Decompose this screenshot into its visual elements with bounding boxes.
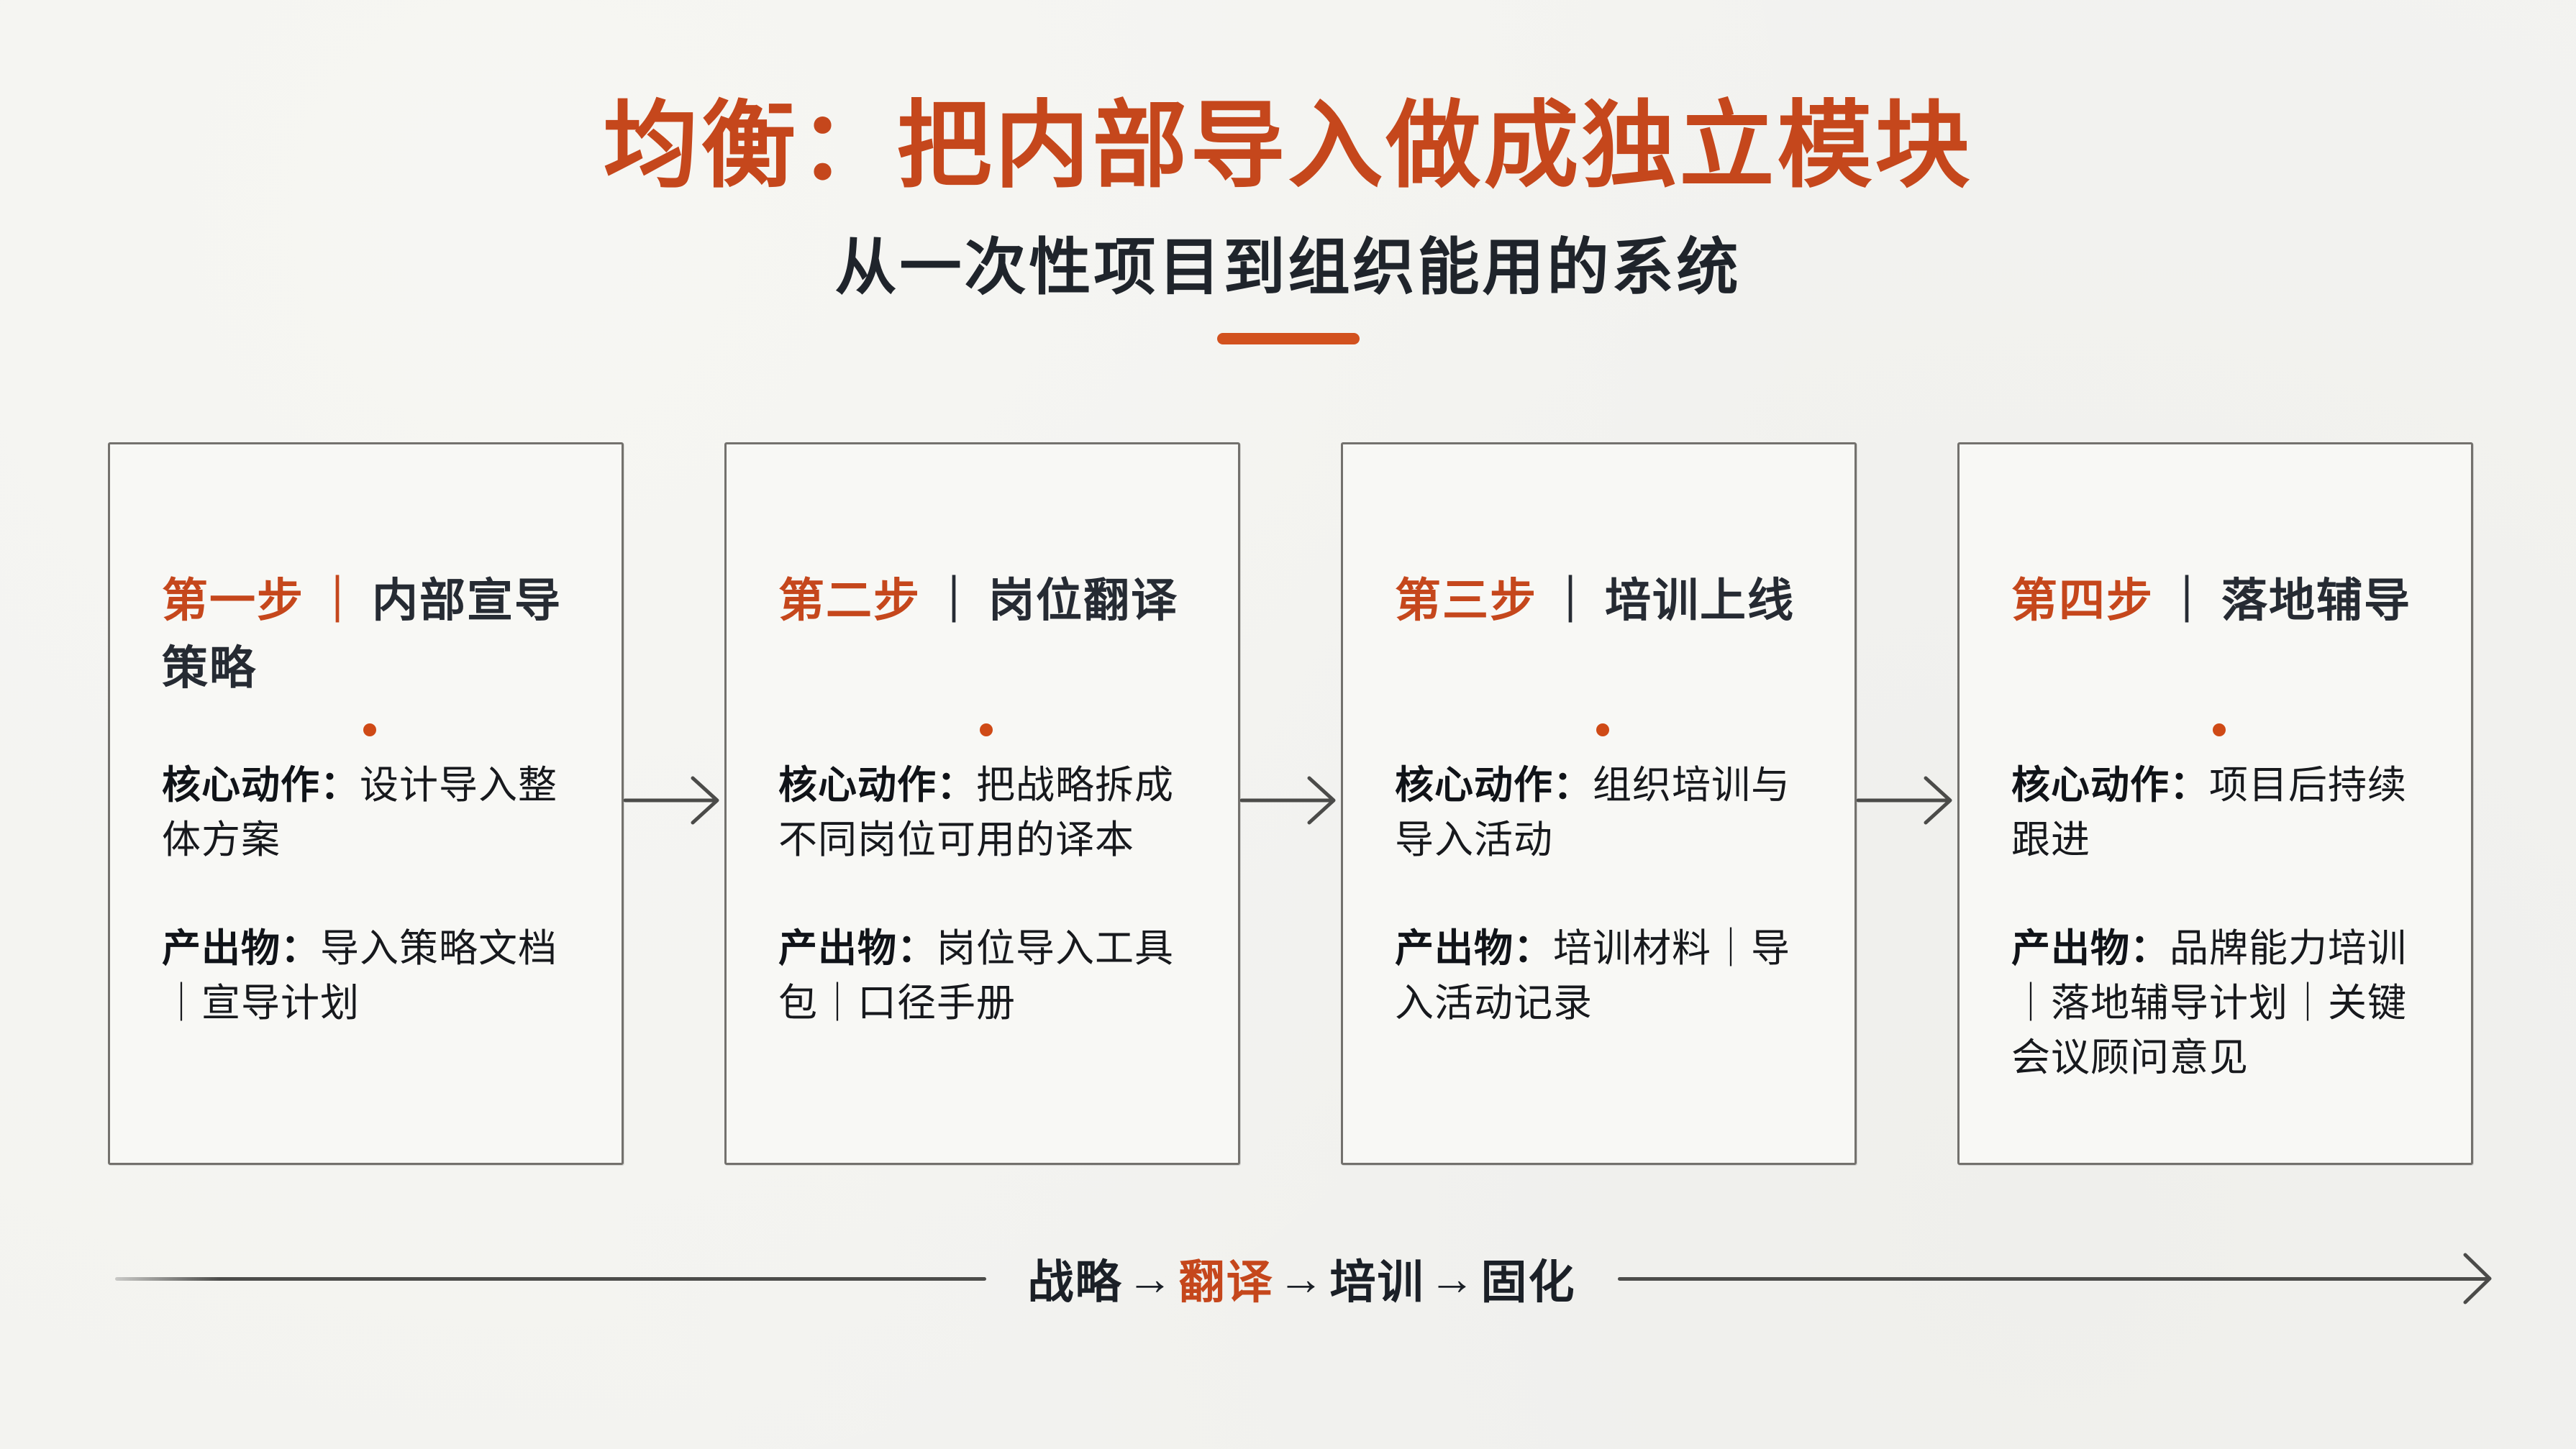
core-action-label: 核心动作： xyxy=(2011,764,2209,807)
core-action: 核心动作：设计导入整体方案 xyxy=(162,758,577,867)
step-title: 岗位翻译 xyxy=(988,575,1178,626)
step-number: 第四步 xyxy=(2011,575,2154,626)
deliverables-label: 产出物： xyxy=(778,927,937,970)
deliverables-label: 产出物： xyxy=(162,927,320,970)
core-action-text: 把战略拆成不同岗位可用的译本 xyxy=(778,764,1174,861)
page-subtitle: 从一次性项目到组织能用的系统 xyxy=(834,233,1742,302)
flow-summary-bar: 战略→翻译→培训→固化 xyxy=(115,1250,2492,1308)
deliverables: 产出物：导入策略文档｜宣导计划 xyxy=(162,921,577,1030)
deliverables-text: 品牌能力培训｜落地辅导计划｜关键会议顾问意见 xyxy=(2011,927,2407,1079)
core-action: 核心动作：把战略拆成不同岗位可用的译本 xyxy=(778,758,1193,867)
flow-text: 战略→翻译→培训→固化 xyxy=(986,1245,1618,1312)
flow-item-training: 培训 xyxy=(1329,1256,1425,1308)
page-title: 均衡：把内部导入做成独立模块 xyxy=(603,93,1973,198)
step-card-3: 第三步｜培训上线 核心动作：组织培训与导入活动 产出物：培训材料｜导入活动记录 xyxy=(1341,442,1857,1165)
step-separator: ｜ xyxy=(2164,575,2211,626)
deliverables-text: 岗位导入工具包｜口径手册 xyxy=(778,927,1174,1025)
flow-item-translate: 翻译 xyxy=(1178,1256,1274,1308)
flow-arrow: → xyxy=(1127,1253,1175,1304)
arrow-right-icon xyxy=(1240,768,1341,833)
step-separator: ｜ xyxy=(1547,575,1595,626)
flow-arrow: → xyxy=(1278,1253,1326,1304)
step-heading: 第一步｜内部宣导策略 xyxy=(162,567,577,718)
flow-item-solidify: 固化 xyxy=(1480,1256,1576,1308)
arrow-right-icon xyxy=(2463,1253,2492,1304)
arrow-right-icon xyxy=(624,768,724,833)
core-action-text: 设计导入整体方案 xyxy=(162,764,557,861)
deliverables-label: 产出物： xyxy=(2011,927,2170,970)
step-separator: ｜ xyxy=(931,575,978,626)
step-card-2: 第二步｜岗位翻译 核心动作：把战略拆成不同岗位可用的译本 产出物：岗位导入工具包… xyxy=(724,442,1240,1165)
flow-line-right xyxy=(1617,1253,2492,1304)
step-heading: 第三步｜培训上线 xyxy=(1395,567,1810,718)
flow-item-strategy: 战略 xyxy=(1027,1256,1123,1308)
step-number: 第三步 xyxy=(1395,575,1537,626)
core-action-label: 核心动作： xyxy=(1395,764,1593,807)
step-title: 培训上线 xyxy=(1605,575,1795,626)
step-card-1: 第一步｜内部宣导策略 核心动作：设计导入整体方案 产出物：导入策略文档｜宣导计划 xyxy=(108,442,624,1165)
arrow-right-icon xyxy=(1857,768,1957,833)
flow-arrow: → xyxy=(1429,1253,1477,1304)
step-dot xyxy=(979,723,993,736)
core-action-text: 组织培训与导入活动 xyxy=(1395,764,1790,861)
deliverables-label: 产出物： xyxy=(1395,927,1553,970)
step-title: 内部宣导策略 xyxy=(162,575,562,694)
steps-row: 第一步｜内部宣导策略 核心动作：设计导入整体方案 产出物：导入策略文档｜宣导计划… xyxy=(108,442,2473,1165)
core-action-label: 核心动作： xyxy=(162,764,360,807)
step-dot xyxy=(1596,723,1609,736)
core-action-label: 核心动作： xyxy=(778,764,976,807)
core-action: 核心动作：组织培训与导入活动 xyxy=(1395,758,1810,867)
step-dot xyxy=(363,723,376,736)
step-heading: 第二步｜岗位翻译 xyxy=(778,567,1193,718)
core-action-text: 项目后持续跟进 xyxy=(2011,764,2407,861)
deliverables-text: 培训材料｜导入活动记录 xyxy=(1395,927,1790,1025)
step-number: 第一步 xyxy=(162,575,304,626)
deliverables: 产出物：培训材料｜导入活动记录 xyxy=(1395,921,1810,1030)
title-divider xyxy=(1216,333,1360,344)
deliverables: 产出物：品牌能力培训｜落地辅导计划｜关键会议顾问意见 xyxy=(2011,921,2426,1085)
step-number: 第二步 xyxy=(778,575,921,626)
step-title: 落地辅导 xyxy=(2221,575,2411,626)
deliverables: 产出物：岗位导入工具包｜口径手册 xyxy=(778,921,1193,1030)
step-heading: 第四步｜落地辅导 xyxy=(2011,567,2426,718)
step-dot xyxy=(2212,723,2226,736)
flow-line-left xyxy=(115,1276,986,1281)
core-action: 核心动作：项目后持续跟进 xyxy=(2011,758,2426,867)
deliverables-text: 导入策略文档｜宣导计划 xyxy=(162,927,557,1025)
step-separator: ｜ xyxy=(314,575,362,626)
step-card-4: 第四步｜落地辅导 核心动作：项目后持续跟进 产出物：品牌能力培训｜落地辅导计划｜… xyxy=(1957,442,2473,1165)
